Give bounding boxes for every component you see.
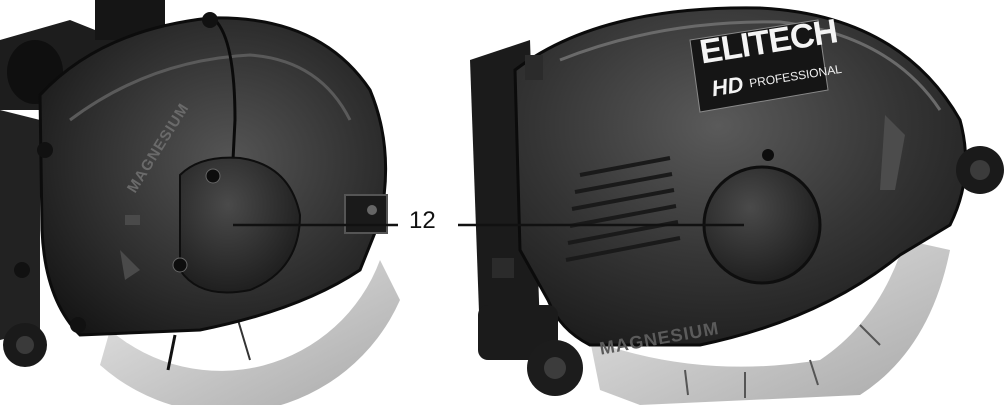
- left-cap-screw: [205, 168, 221, 184]
- left-cable: [213, 18, 237, 181]
- right-blade-slot: [859, 324, 881, 346]
- right-knob-hub: [970, 160, 990, 180]
- right-blade-slot: [684, 369, 689, 396]
- left-blade-slot: [166, 334, 177, 371]
- left-blade: [100, 260, 400, 405]
- right-guard-highlight: [559, 20, 942, 111]
- left-screw: [14, 262, 30, 278]
- brand-hd: HD: [709, 71, 746, 102]
- right-blade-slot: [809, 359, 819, 386]
- left-screw: [202, 12, 218, 28]
- brand-plate: [689, 19, 829, 113]
- left-arrow-icon: [120, 250, 140, 280]
- right-cap-screw: [762, 149, 774, 161]
- left-roller-hub: [16, 336, 34, 354]
- left-screw: [70, 317, 86, 333]
- right-blade: [590, 240, 950, 405]
- left-cap-screw: [172, 257, 188, 273]
- right-clip: [492, 258, 514, 278]
- callout-number: 12: [409, 207, 436, 234]
- right-arrow-icon: [880, 115, 905, 190]
- left-blade-slot: [237, 319, 251, 361]
- left-arrow-icon: [125, 215, 140, 225]
- left-depth-bracket: [344, 194, 388, 234]
- brand-professional: PROFESSIONAL: [748, 61, 843, 91]
- right-clip: [525, 55, 543, 80]
- right-roller-hub: [544, 357, 566, 379]
- left-guard-highlight: [69, 53, 352, 122]
- left-screw: [37, 142, 53, 158]
- left-motor-body: [0, 110, 40, 340]
- left-tool: [0, 0, 400, 405]
- left-bracket-bolt: [367, 205, 377, 215]
